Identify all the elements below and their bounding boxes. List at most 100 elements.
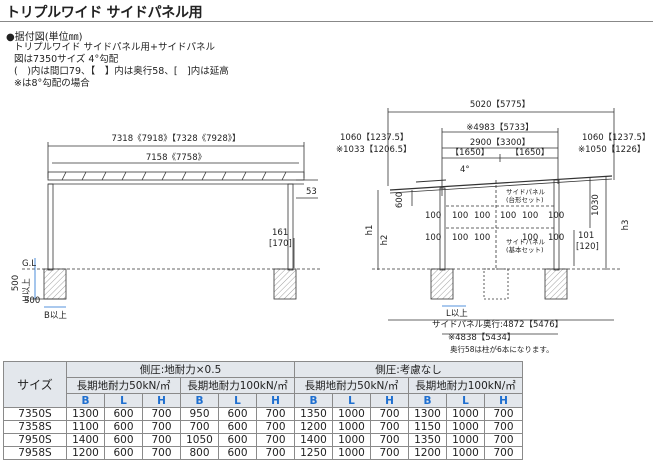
column-header: B: [66, 393, 105, 408]
column-header: H: [142, 393, 181, 408]
table-cell: 600: [104, 446, 143, 460]
dim-100-6: 100: [548, 211, 564, 221]
column-header: H: [370, 393, 409, 408]
table-cell: 700: [142, 407, 181, 421]
l-label: L以上: [446, 309, 468, 319]
figure-note-4: ※は8°勾配の場合: [14, 78, 90, 89]
group-header-1: 側圧:地耐力×0.5: [66, 361, 295, 378]
figure-heading: ●据付図(単位㎜): [6, 32, 83, 43]
table-cell: 950: [180, 407, 219, 421]
table-cell: 600: [104, 433, 143, 447]
table-cell: 700: [370, 420, 409, 434]
column-header: H: [484, 393, 523, 408]
side-post-back: [553, 179, 560, 271]
figure-note-2: 図は7350サイズ 4°勾配: [14, 54, 119, 65]
table-cell: 600: [218, 446, 257, 460]
figure-note-3: ( )内は間口79、【 】内は奥行58、[ ]内は延高: [14, 66, 229, 77]
table-cell: 1000: [332, 446, 371, 460]
side-seg-right: 【1650】: [511, 148, 550, 158]
side-right-over: 1060【1237.5】: [582, 133, 650, 143]
table-cell: 1400: [66, 433, 105, 447]
foundation-table: サイズ 側圧:地耐力×0.5 側圧:考慮なし 長期地耐力50kN/㎡ 長期地耐力…: [3, 361, 523, 460]
table-cell: 700: [370, 446, 409, 460]
row-size-label: 7950S: [3, 433, 67, 447]
dim-300-label: 300: [24, 296, 40, 306]
side-left-over: 1060【1237.5】: [340, 133, 408, 143]
front-eave-dim: 53: [306, 187, 317, 197]
b-label: B以上: [44, 311, 67, 321]
front-beam-width: 7158《7758》: [146, 153, 206, 163]
title-divider: [0, 21, 653, 22]
front-post-right: [287, 183, 294, 271]
subgroup-header-1: 長期地耐力50kN/㎡: [66, 377, 181, 394]
front-overall-width: 7318《7918》【7328《7928》】: [111, 134, 240, 144]
table-cell: 700: [484, 407, 523, 421]
h-label: H以上: [22, 278, 32, 302]
table-cell: 800: [180, 446, 219, 460]
dim-100b-5: 100: [548, 233, 564, 243]
figure-note-1: トリプルワイド サイドパネル用+サイドパネル: [14, 42, 215, 53]
table-cell: 1000: [332, 420, 371, 434]
front-height-label: 161: [272, 228, 288, 238]
h1-label: h1: [365, 225, 375, 236]
table-cell: 1000: [446, 420, 485, 434]
side-roof-under: [389, 178, 613, 194]
front-roof-ribs: [61, 171, 287, 181]
dim-100b-4: 100: [522, 233, 538, 243]
table-cell: 1250: [294, 446, 333, 460]
table-cell: 1000: [446, 446, 485, 460]
group-header-2: 側圧:考慮なし: [294, 361, 523, 378]
dim-100b-2: 100: [452, 233, 468, 243]
table-cell: 600: [104, 420, 143, 434]
side-foundation-mid: [483, 268, 509, 300]
angle-indicator: [415, 179, 447, 183]
table-cell: 1200: [66, 446, 105, 460]
table-cell: 1200: [408, 446, 447, 460]
panel-depth-label: サイドパネル奥行:4872【5476】: [432, 319, 563, 330]
table-cell: 700: [370, 407, 409, 421]
subgroup-header-3: 長期地耐力50kN/㎡: [294, 377, 409, 394]
table-cell: 1050: [180, 433, 219, 447]
side-right-over-8deg: ※1050【1226】: [578, 145, 645, 155]
h3-label: h3: [621, 220, 631, 231]
dim-120: [120]: [576, 242, 599, 252]
size-header: サイズ: [3, 361, 67, 408]
table-cell: 600: [104, 407, 143, 421]
dim-600: 600: [395, 192, 405, 208]
side-roof: [389, 175, 613, 191]
side-view-labels: 5020【5775】 ※4983【5733】 2900【3300】 【1650】…: [336, 100, 650, 354]
table-cell: 700: [256, 420, 295, 434]
table-cell: 1100: [66, 420, 105, 434]
column-header: L: [218, 393, 257, 408]
subgroup-header-4: 長期地耐力100kN/㎡: [408, 377, 523, 394]
column-header: B: [294, 393, 333, 408]
front-view: [22, 142, 320, 308]
front-post-left: [47, 183, 54, 271]
table-cell: 700: [484, 420, 523, 434]
dim-1030: 1030: [591, 194, 601, 216]
depth-label: 500: [11, 275, 21, 291]
panel-upper-label: サイドパネル(台形セット): [506, 188, 546, 204]
column-header: B: [180, 393, 219, 408]
table-cell: 1350: [294, 407, 333, 421]
side-span-8deg: ※4983【5733】: [466, 123, 533, 133]
table-cell: 1400: [294, 433, 333, 447]
side-overall: 5020【5775】: [470, 100, 530, 110]
panel-lower-label: サイドパネル(基本セット): [506, 238, 546, 254]
angle-label: 4°: [460, 165, 470, 175]
table-cell: 700: [484, 446, 523, 460]
column-header: L: [446, 393, 485, 408]
side-span: 2900【3300】: [470, 138, 530, 148]
table-cell: 1200: [294, 420, 333, 434]
dim-100b-1: 100: [425, 233, 441, 243]
table-cell: 1000: [332, 433, 371, 447]
dim-100-4: 100: [500, 211, 516, 221]
front-height-label-ext: [170]: [269, 239, 292, 249]
footnote: 奥行58は柱が6本になります。: [450, 344, 554, 354]
front-roof: [47, 171, 305, 181]
side-foundation-back: [544, 268, 568, 300]
dim-100b-3: 100: [474, 233, 490, 243]
table-cell: 1350: [408, 433, 447, 447]
front-view-labels: 7318《7918》【7328《7928》】 7158《7758》 53 161…: [11, 134, 317, 321]
